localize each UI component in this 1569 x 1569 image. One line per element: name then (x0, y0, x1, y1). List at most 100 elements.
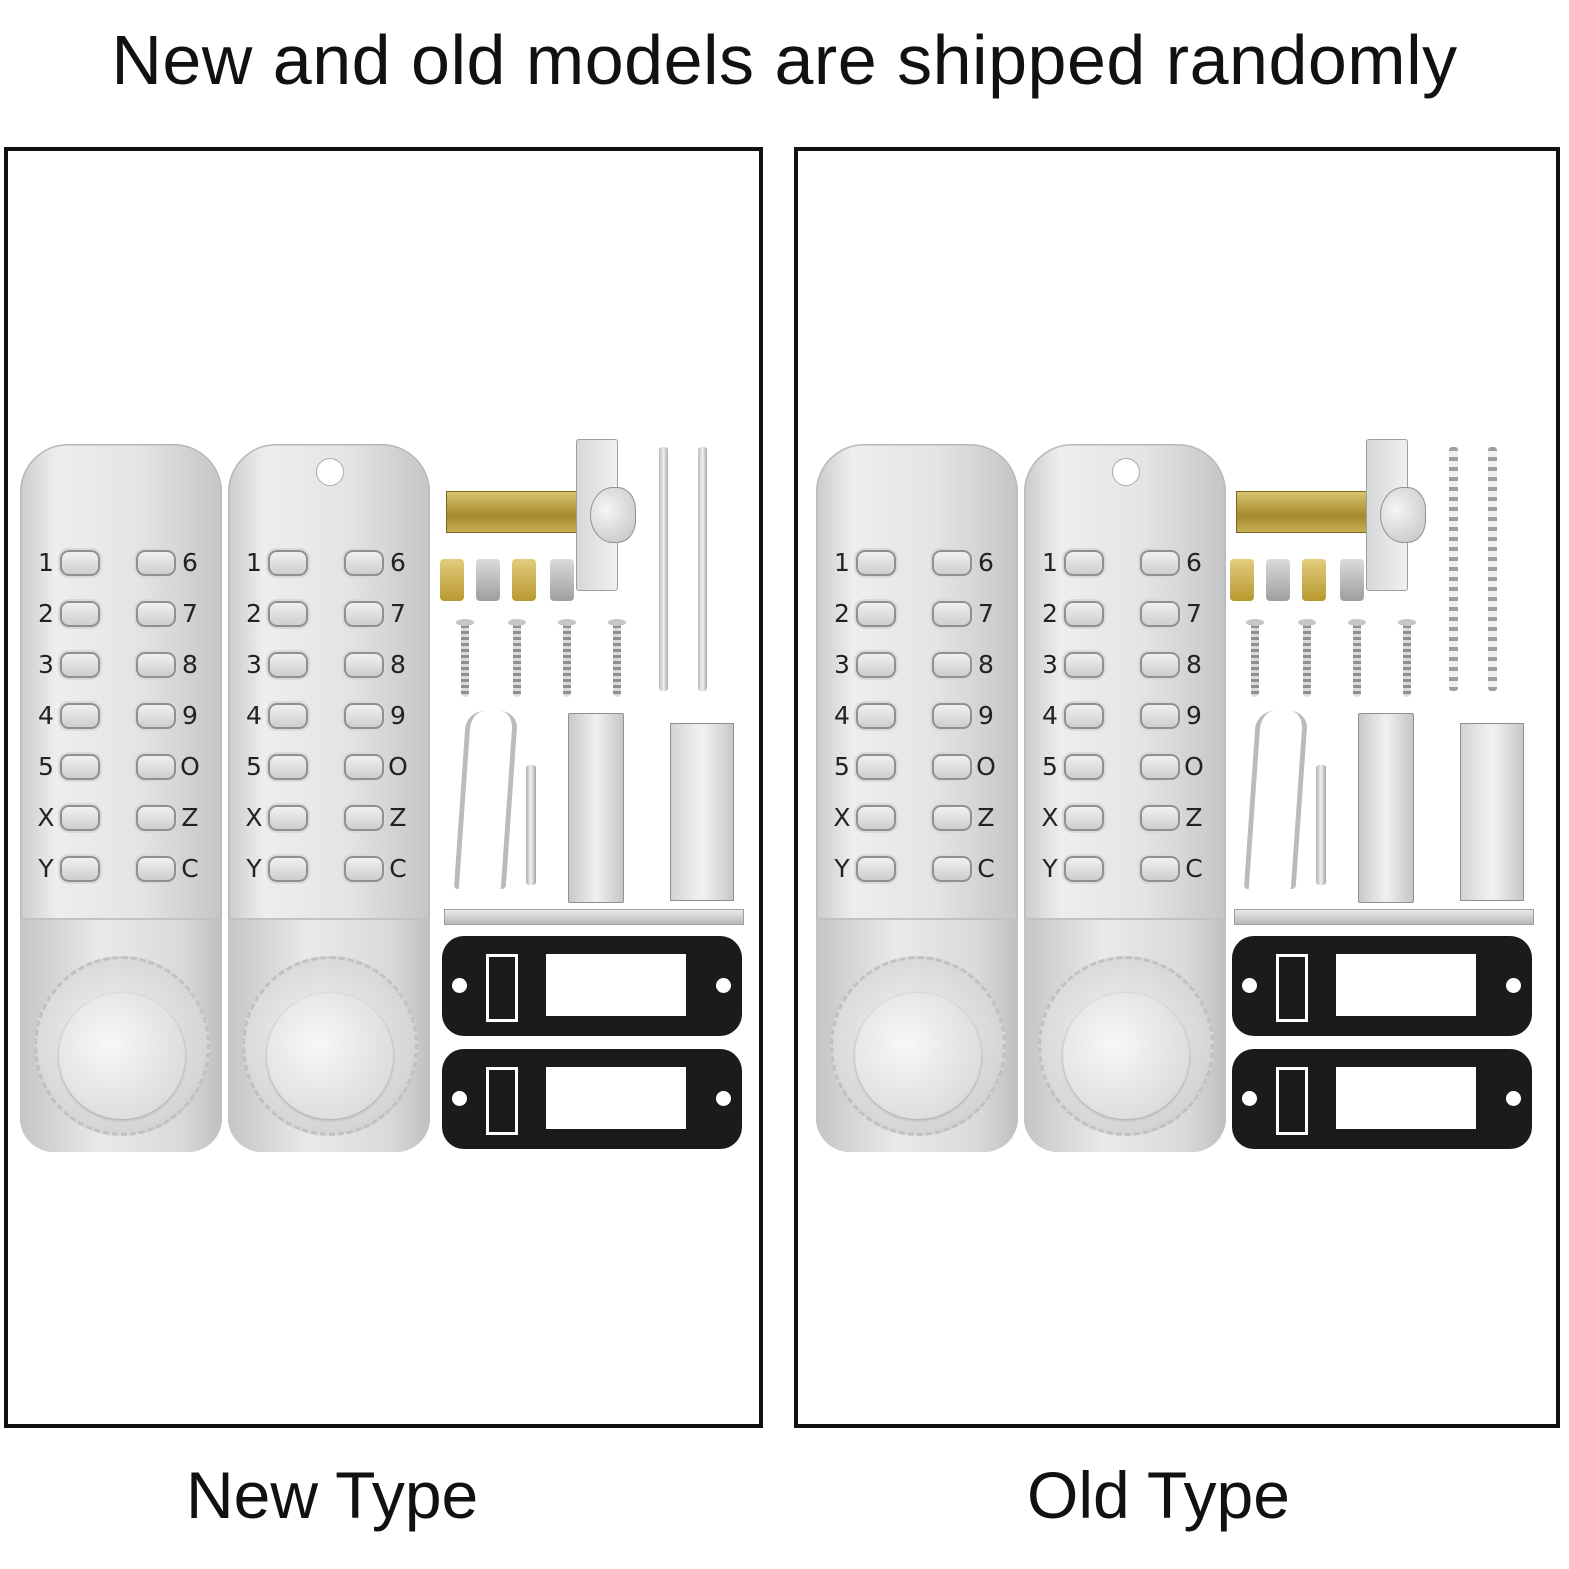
key-button (60, 855, 100, 882)
knob-ring (242, 956, 418, 1136)
mounting-clip (1266, 559, 1290, 601)
gasket-window (1336, 954, 1476, 1016)
key-button (268, 753, 308, 780)
key-label-left: 4 (38, 701, 54, 730)
key-button (856, 804, 896, 831)
key-button (344, 702, 384, 729)
key-button (344, 753, 384, 780)
key-button (856, 855, 896, 882)
key-button (1140, 855, 1180, 882)
key-label-right: 9 (182, 701, 198, 730)
key-button (1064, 651, 1104, 678)
mounting-bar (1234, 909, 1534, 925)
key-label-right: 7 (978, 599, 994, 628)
key-label-left: 2 (1042, 599, 1058, 628)
gasket-hole (1242, 1091, 1257, 1106)
key-label-left: 4 (1042, 701, 1058, 730)
rubber-gasket (1232, 1049, 1532, 1149)
gasket-window (1336, 1067, 1476, 1129)
rubber-gasket (442, 1049, 742, 1149)
key-button (60, 702, 100, 729)
headline: New and old models are shipped randomly (111, 21, 1458, 99)
key-button (268, 702, 308, 729)
key-label-left: 5 (246, 752, 262, 781)
key-label-left: 3 (834, 650, 850, 679)
key-button (60, 549, 100, 576)
key-button (268, 855, 308, 882)
key-label-right: C (977, 854, 995, 883)
key-label-right: 6 (1186, 548, 1202, 577)
key-label-right: 7 (1186, 599, 1202, 628)
knob-base (20, 918, 222, 1152)
key-label-right: O (976, 752, 996, 781)
key-label-left: 5 (1042, 752, 1058, 781)
key-label-right: 8 (978, 650, 994, 679)
knurled-spindle-screw (1488, 447, 1497, 691)
key-button (856, 753, 896, 780)
tension-spring (453, 711, 519, 889)
key-label-left: 3 (246, 650, 262, 679)
spindle-pin (526, 765, 536, 885)
key-button (1140, 753, 1180, 780)
knob-base (816, 918, 1018, 1152)
gasket-slot (1276, 1067, 1308, 1135)
key-label-right: 9 (390, 701, 406, 730)
key-button (136, 600, 176, 627)
key-button (1064, 804, 1104, 831)
key-button (60, 804, 100, 831)
key-button (856, 651, 896, 678)
knob (1063, 993, 1189, 1119)
key-label-left: 5 (834, 752, 850, 781)
mounting-hole (1112, 458, 1140, 486)
key-label-left: X (1041, 803, 1059, 832)
key-button (932, 804, 972, 831)
key-label-right: 7 (390, 599, 406, 628)
key-button (136, 855, 176, 882)
key-label-right: O (388, 752, 408, 781)
mounting-clip (476, 559, 500, 601)
knob-base (1024, 918, 1226, 1152)
gasket-window (546, 1067, 686, 1129)
mounting-clip (550, 559, 574, 601)
key-label-left: Y (1042, 854, 1058, 883)
gasket-slot (486, 954, 518, 1022)
mounting-hole (316, 458, 344, 486)
mounting-bar (444, 909, 744, 925)
key-button (1064, 753, 1104, 780)
latch-bolt-body (446, 491, 588, 533)
key-label-left: 3 (1042, 650, 1058, 679)
key-button (268, 549, 308, 576)
rubber-gasket (1232, 936, 1532, 1036)
mounting-clip (1340, 559, 1364, 601)
key-label-left: 5 (38, 752, 54, 781)
key-label-left: 1 (1042, 548, 1058, 577)
wood-screw (1246, 619, 1264, 697)
key-label-right: 6 (182, 548, 198, 577)
knob (59, 993, 185, 1119)
key-label-right: 8 (182, 650, 198, 679)
gasket-slot (1276, 954, 1308, 1022)
key-label-left: 2 (38, 599, 54, 628)
key-label-left: 2 (246, 599, 262, 628)
key-label-right: Z (389, 803, 407, 832)
key-button (344, 549, 384, 576)
key-button (932, 549, 972, 576)
key-button (60, 651, 100, 678)
key-button (344, 600, 384, 627)
key-label-left: X (833, 803, 851, 832)
key-button (856, 702, 896, 729)
key-label-right: Z (181, 803, 199, 832)
